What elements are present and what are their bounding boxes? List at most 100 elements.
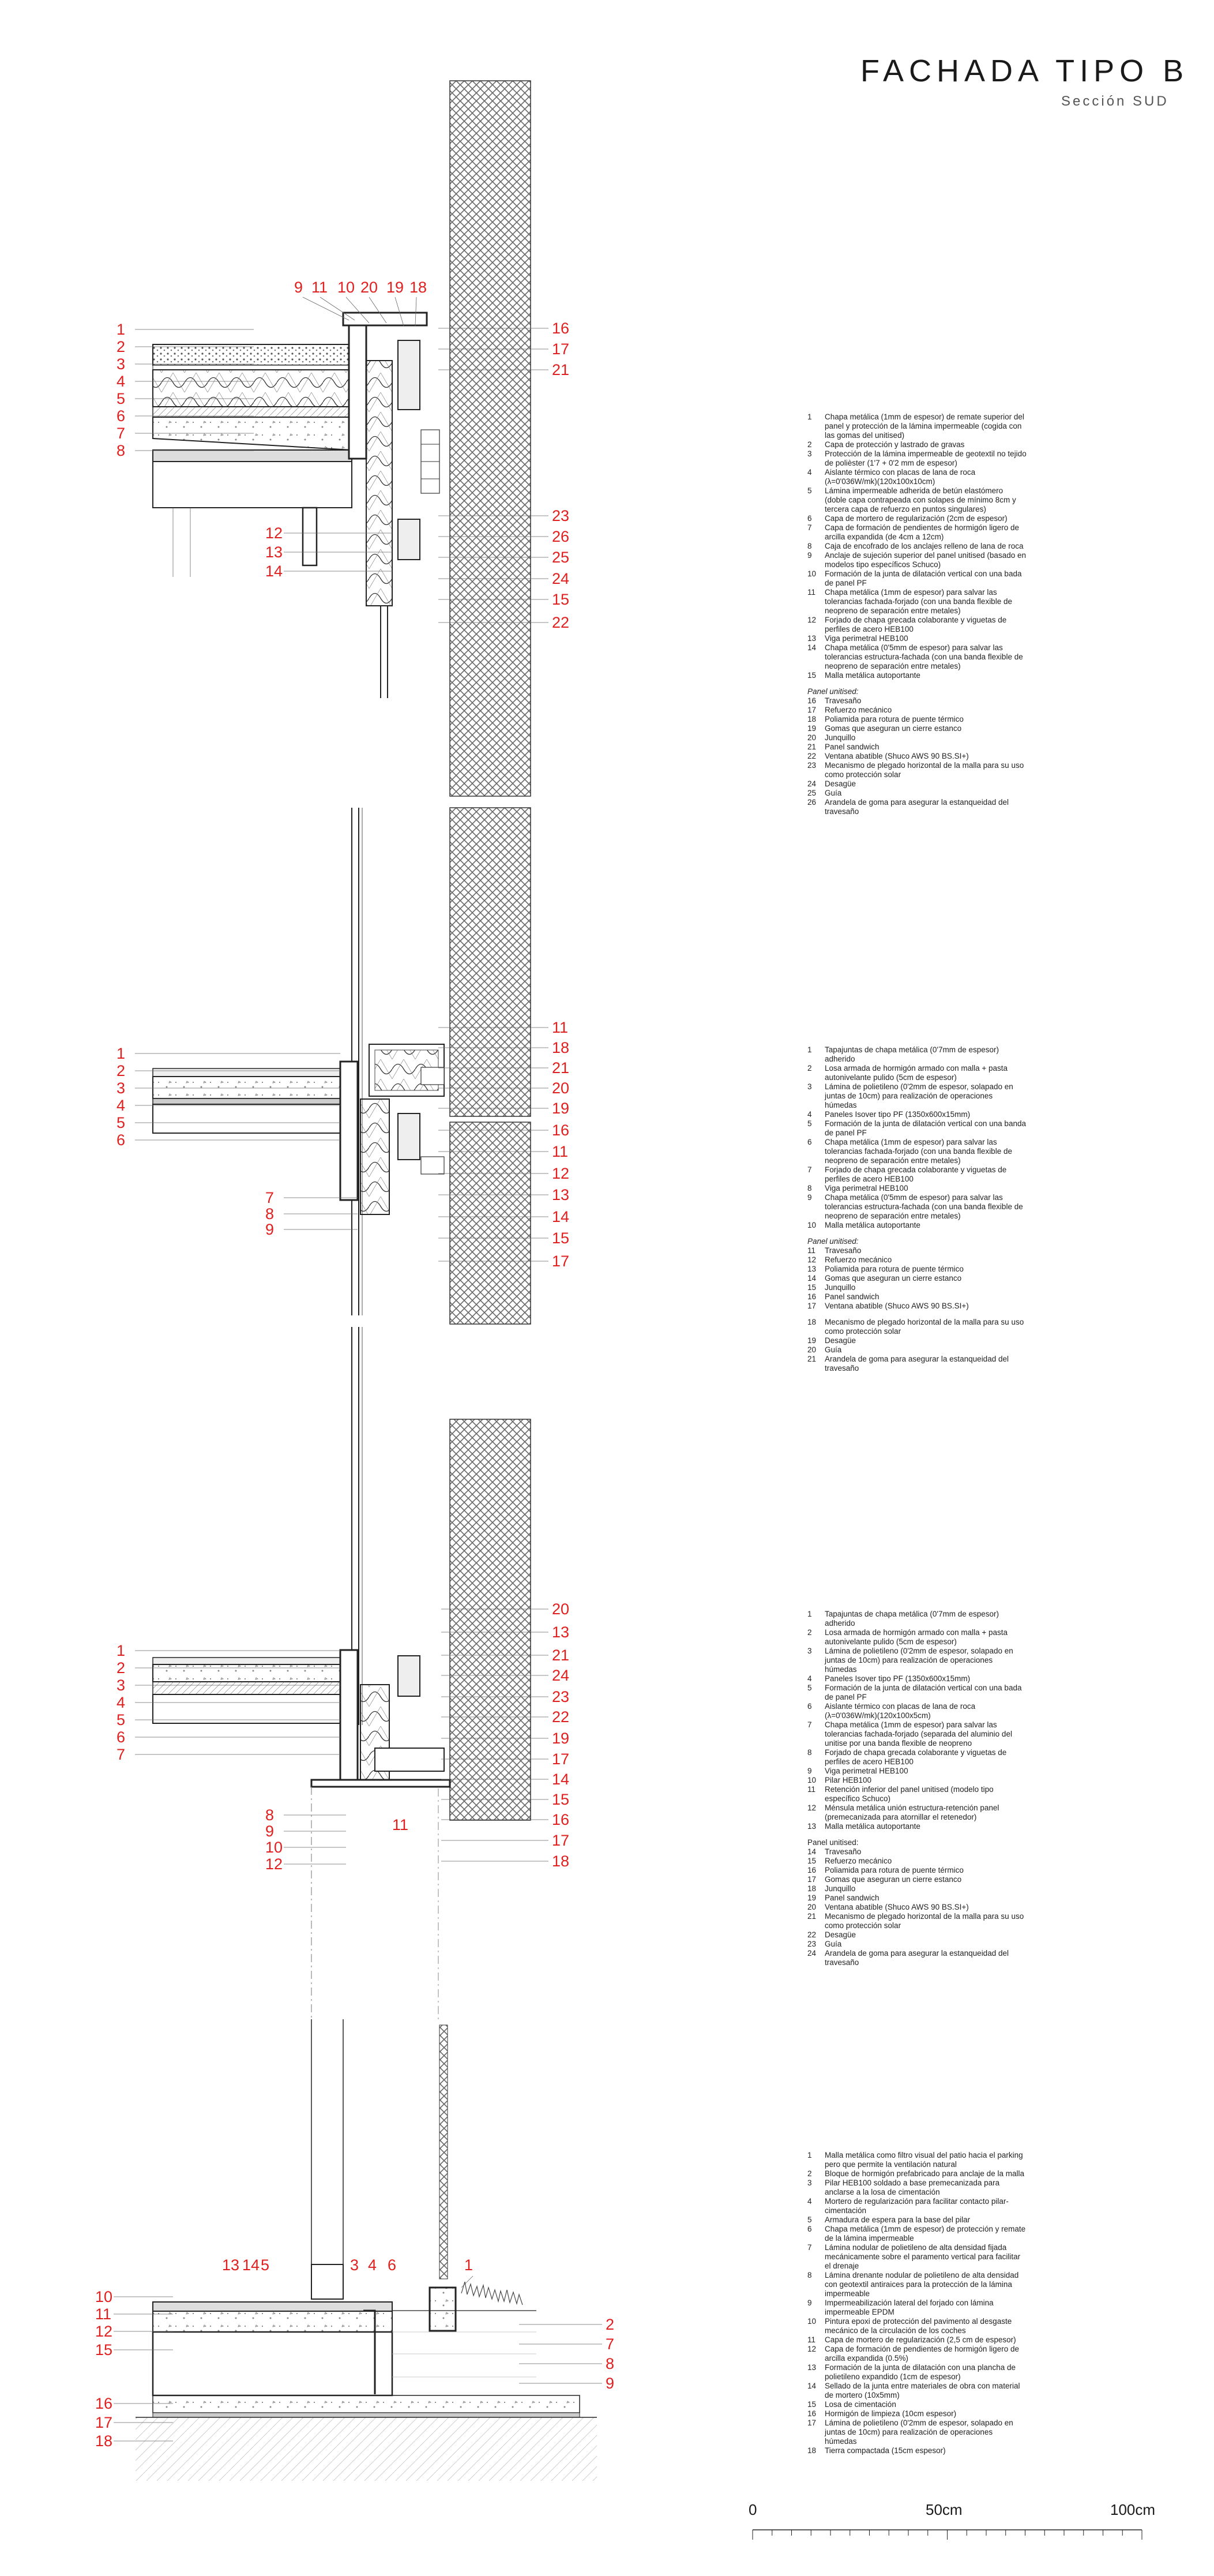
- legend-text: Malla metálica autoportante: [825, 1221, 920, 1229]
- callout-s2-11: 11: [552, 1143, 568, 1160]
- legend-number: 20: [807, 1345, 817, 1354]
- legend-number: 20: [807, 733, 817, 742]
- legend-text: Guía: [825, 1345, 842, 1354]
- callout-s3-10: 10: [265, 1839, 283, 1856]
- legend-text: Viga perimetral HEB100: [825, 634, 908, 643]
- callout-s4-4: 4: [368, 2256, 377, 2274]
- callout-s2-18: 18: [552, 1039, 569, 1056]
- legend-number: 6: [807, 1702, 812, 1711]
- legend-text: Pilar HEB100 soldado a base premecanizad…: [825, 2178, 1000, 2196]
- legend-number: 7: [807, 523, 812, 532]
- section-2-detail: [152, 808, 445, 1315]
- legend-number: 19: [807, 1336, 817, 1345]
- legend-text: Capa de formación de pendientes de hormi…: [825, 523, 1019, 541]
- legend-number: 18: [807, 1318, 817, 1326]
- callout-s1-15: 15: [552, 591, 569, 608]
- legend-number: 9: [807, 1193, 812, 1202]
- callout-s1-21: 21: [552, 361, 569, 378]
- callout-s2-19: 19: [552, 1100, 569, 1117]
- legend-number: 4: [807, 2197, 812, 2206]
- legend-number: 2: [807, 440, 812, 449]
- legend-number: 10: [807, 1776, 817, 1784]
- legend-text: Gomas que aseguran un cierre estanco: [825, 1274, 962, 1283]
- legend-text: Desagüe: [825, 779, 856, 788]
- legend-text: Poliamida para rotura de puente térmico: [825, 1265, 964, 1273]
- legend-number: 1: [807, 2151, 812, 2159]
- legend-number: 4: [807, 1110, 812, 1119]
- legend-number: 14: [807, 2382, 817, 2390]
- legend-number: 12: [807, 1803, 817, 1812]
- callout-s1-5: 5: [116, 390, 125, 407]
- legend-text: Mecanismo de plegado horizontal de la ma…: [825, 1912, 1024, 1930]
- callout-s3-16: 16: [552, 1811, 569, 1828]
- legend-number: 21: [807, 1912, 817, 1921]
- legend-number: 6: [807, 1138, 812, 1146]
- legend-text: Lámina de polietileno (0'2mm de espesor,…: [825, 2418, 1013, 2446]
- legend-text: Poliamida para rotura de puente térmico: [825, 715, 964, 723]
- legend-text: Losa armada de hormigón armado con malla…: [825, 1064, 1008, 1082]
- callout-s2-4: 4: [116, 1097, 125, 1114]
- callout-s3-13: 13: [552, 1623, 569, 1641]
- legend-number: 14: [807, 1274, 817, 1283]
- legend-text: Refuerzo mecánico: [825, 1255, 892, 1264]
- callout-s2-1: 1: [116, 1045, 125, 1062]
- callout-s3-5: 5: [116, 1711, 125, 1728]
- callout-s4-9: 9: [606, 2375, 614, 2392]
- legend-text: Junquillo: [825, 1884, 856, 1893]
- legend-text: Arandela de goma para asegurar la estanq…: [825, 1949, 1009, 1967]
- legend-text: Desagüe: [825, 1930, 856, 1939]
- mesh-screen-4: [449, 1419, 531, 1821]
- callout-s4-17: 17: [95, 2414, 112, 2431]
- legend-text: Chapa metálica (1mm de espesor) para sal…: [825, 1138, 1012, 1165]
- callout-s3-18: 18: [552, 1853, 569, 1870]
- legend-number: 25: [807, 789, 817, 797]
- legend-text: Junquillo: [825, 733, 856, 742]
- legend-number: 20: [807, 1903, 817, 1911]
- callout-s1-10: 10: [337, 279, 355, 296]
- legend-text: Pilar HEB100: [825, 1776, 872, 1784]
- callout-s1-8: 8: [116, 442, 125, 459]
- legend-number: 24: [807, 779, 817, 788]
- legend-item: 10 Malla metálica autoportante: [807, 1221, 1027, 1230]
- mesh-screen-2: [449, 807, 531, 1117]
- legend-text: Travesaño: [825, 1847, 862, 1856]
- section-3-detail: [152, 1327, 451, 2019]
- legend-text: Formación de la junta de dilatación vert…: [825, 569, 1022, 587]
- callout-s4-1: 1: [464, 2256, 473, 2274]
- legend-text: Malla metálica como filtro visual del pa…: [825, 2151, 1023, 2169]
- legend-number: 10: [807, 1221, 817, 1229]
- legend-number: 13: [807, 2363, 817, 2372]
- legend-number: 23: [807, 1940, 817, 1948]
- legend-text: Forjado de chapa grecada colaborante y v…: [825, 1165, 1007, 1183]
- mesh-screen-5: [439, 2024, 448, 2279]
- callout-s3-17: 17: [552, 1750, 569, 1768]
- legend-number: 7: [807, 2243, 812, 2252]
- legend-number: 7: [807, 1165, 812, 1174]
- callout-s4-16: 16: [95, 2395, 112, 2412]
- callout-s4-2: 2: [606, 2316, 614, 2333]
- callout-s3-24: 24: [552, 1667, 569, 1684]
- legend-number: 15: [807, 671, 817, 680]
- page-subtitle: Sección SUD: [1061, 93, 1169, 109]
- legend-item: 14 Gomas que aseguran un cierre estanco: [807, 1274, 1027, 1283]
- mesh-screen-3: [449, 1122, 531, 1325]
